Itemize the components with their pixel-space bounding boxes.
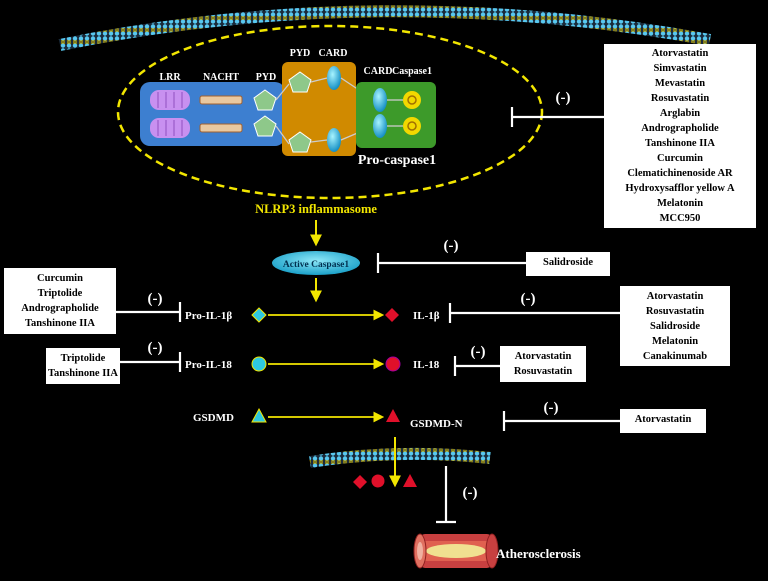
inhibitor-item: Melatonin <box>651 336 699 347</box>
inhibitor-item: Clematichinenoside AR <box>627 168 733 179</box>
gsdmd-marker <box>251 407 267 423</box>
inhibitor-item: Atorvastatin <box>646 291 704 302</box>
active-caspase-label: Active Caspase1 <box>283 260 349 270</box>
asc-pyd <box>288 71 312 153</box>
inhibitor-box-salidroside: Salidroside <box>526 252 610 276</box>
inhibitor-box-inflammasome: Atorvastatin Simvastatin Mevastatin Rosu… <box>604 44 756 228</box>
active-caspase-oval <box>272 251 360 275</box>
minus-label-right-il1b: (-) <box>521 291 536 307</box>
inhibitor-item: Simvastatin <box>653 63 707 74</box>
asc-card <box>327 66 341 152</box>
card-top-label: CARD <box>319 48 348 59</box>
minus-label-complex: (-) <box>556 90 571 106</box>
minus-label-gsdmd: (-) <box>544 400 559 416</box>
il1b-marker <box>385 308 399 322</box>
inhibitor-box-left-il18: Triptolide Tanshinone IIA <box>46 348 120 384</box>
lrr-domains <box>150 90 190 138</box>
gsdmd-label: GSDMD <box>193 412 234 424</box>
released-il1b-marker <box>353 475 367 489</box>
inhibitor-item: Salidroside <box>543 257 593 268</box>
inhibitor-item: Mevastatin <box>654 78 706 89</box>
lrr-label: LRR <box>159 72 181 83</box>
cell-membrane-top <box>58 5 712 51</box>
card-right-label: CARD <box>364 66 393 77</box>
inhibitor-box-right-il1b: Atorvastatin Rosuvastatin Salidroside Me… <box>620 286 730 366</box>
cell-membrane-bottom <box>309 447 491 468</box>
caspase1-domains <box>403 91 421 135</box>
inhibitor-item: Curcumin <box>37 273 83 284</box>
inhibitor-item: Hydroxysafflor yellow A <box>625 183 735 194</box>
inhibitor-item: Tanshinone IIA <box>48 368 118 379</box>
minus-label-salidroside: (-) <box>444 238 459 254</box>
inhibitor-item: Rosuvastatin <box>650 93 710 104</box>
il18-marker <box>385 356 401 372</box>
pro-il18-marker <box>251 356 267 372</box>
pro-il1b-label: Pro-IL-1β <box>185 310 232 322</box>
inhibitor-item: Andrographolide <box>641 123 719 134</box>
inflammasome-label: NLRP3 inflammasome <box>255 202 377 216</box>
gsdmdn-marker <box>386 409 400 422</box>
inhibition-lines <box>116 107 620 524</box>
minus-label-left-il1b: (-) <box>148 291 163 307</box>
released-gsdmdn-marker <box>403 474 417 487</box>
il1b-label: IL-1β <box>413 310 440 322</box>
inhibitor-item: Canakinumab <box>642 351 708 362</box>
inhibitor-item: Andrographolide <box>21 303 99 314</box>
inhibitor-item: Atorvastatin <box>514 351 572 362</box>
nacht-label: NACHT <box>203 72 239 83</box>
inhibitor-item: Atorvastatin <box>634 414 692 425</box>
inhibitor-item: Arglabin <box>659 108 701 119</box>
minus-label-right-il18: (-) <box>471 344 486 360</box>
artery-icon <box>413 533 499 569</box>
inhibitor-box-left-il1b: Curcumin Triptolide Andrographolide Tans… <box>4 268 116 334</box>
atherosclerosis-label: Atherosclerosis <box>496 546 581 561</box>
inhibitor-item: Triptolide <box>37 288 83 299</box>
pyd-left-label: PYD <box>256 72 277 83</box>
inhibitor-item: Tanshinone IIA <box>645 138 715 149</box>
inhibitor-item: Salidroside <box>650 321 700 332</box>
inhibitor-item: Rosuvastatin <box>513 366 573 377</box>
inhibitor-box-gsdmd: Atorvastatin <box>620 409 706 433</box>
inhibitor-item: Curcumin <box>657 153 703 164</box>
il18-label: IL-18 <box>413 359 440 371</box>
inhibitor-item: Atorvastatin <box>651 48 709 59</box>
minus-label-left-il18: (-) <box>148 340 163 356</box>
nacht-domains <box>199 95 243 133</box>
inhibitor-item: Rosuvastatin <box>645 306 705 317</box>
gsdmdn-label: GSDMD-N <box>410 418 463 430</box>
inhibitor-box-right-il18: Atorvastatin Rosuvastatin <box>500 346 586 382</box>
pyd-pentagons <box>253 89 277 137</box>
pyd-top-label: PYD <box>290 48 311 59</box>
procaspase-label: Pro-caspase1 <box>358 153 436 168</box>
caspase1-label: Caspase1 <box>392 66 432 77</box>
inhibitor-item: Triptolide <box>60 353 106 364</box>
minus-label-atherosclerosis: (-) <box>463 485 478 501</box>
inflammasome-boundary <box>116 24 544 200</box>
inhibitor-item: Tanshinone IIA <box>25 318 95 329</box>
pro-il1b-marker <box>251 307 267 323</box>
procaspase-card <box>373 88 387 138</box>
procaspase-block <box>356 82 436 148</box>
inhibitor-item: MCC950 <box>659 213 701 224</box>
pro-il18-label: Pro-IL-18 <box>185 359 232 371</box>
released-il18-marker <box>371 474 385 488</box>
inhibitor-item: Melatonin <box>656 198 704 209</box>
